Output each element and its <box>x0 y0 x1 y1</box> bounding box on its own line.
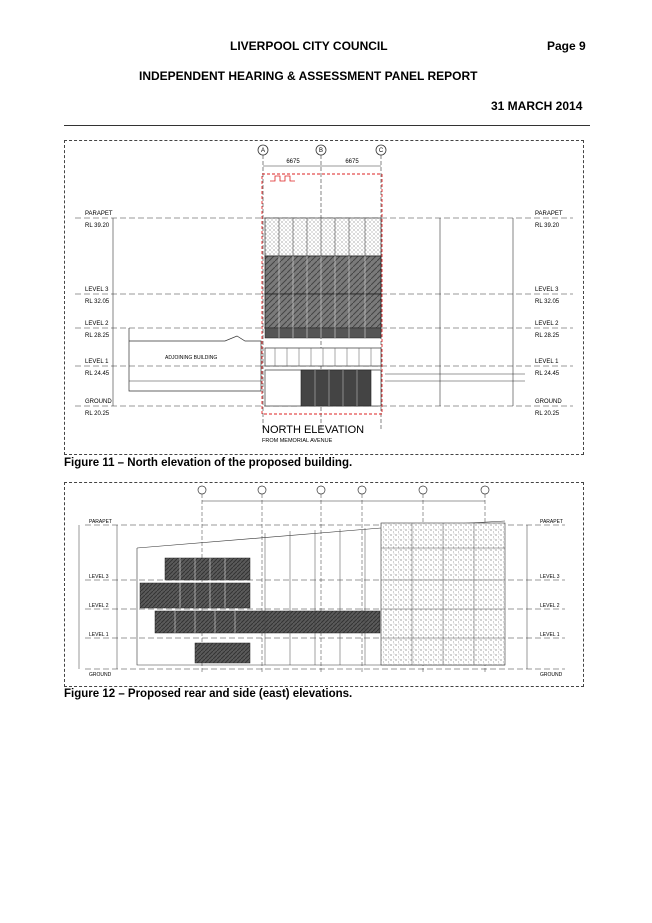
f12-level-2: LEVEL 2 <box>89 603 109 609</box>
level-label-1: LEVEL 1 <box>85 359 109 365</box>
level-rl-1-right: RL 24.45 <box>535 371 560 377</box>
north-elevation-svg: A B C 6675 6675 PARAPET RL 39.20 LEVEL 3… <box>75 144 573 444</box>
f12-level-2-right: LEVEL 2 <box>540 603 560 609</box>
level-rl-3: RL 32.05 <box>85 299 110 305</box>
f12-level-3: LEVEL 3 <box>89 574 109 580</box>
organization-name: LIVERPOOL CITY COUNCIL <box>230 39 388 53</box>
f12-level-parapet-right: PARAPET <box>540 519 563 525</box>
page-number: Page 9 <box>547 39 586 53</box>
figure-12-drawing: PARAPET LEVEL 3 LEVEL 2 LEVEL 1 GROUND P… <box>64 482 584 687</box>
level-label-2-right: LEVEL 2 <box>535 321 559 327</box>
drawing-title: NORTH ELEVATION <box>262 424 364 436</box>
grid-mark-a: A <box>261 148 265 154</box>
level-label-3-right: LEVEL 3 <box>535 287 559 293</box>
level-label-1-right: LEVEL 1 <box>535 359 559 365</box>
grid-mark-c: C <box>379 148 384 154</box>
drawing-subtitle: FROM MEMORIAL AVENUE <box>262 438 333 444</box>
level-label-ground: GROUND <box>85 399 112 405</box>
level-label-2: LEVEL 2 <box>85 321 109 327</box>
level-label-3: LEVEL 3 <box>85 287 109 293</box>
report-title: INDEPENDENT HEARING & ASSESSMENT PANEL R… <box>139 69 478 83</box>
dimension-1: 6675 <box>286 159 300 165</box>
level-rl-ground: RL 20.25 <box>85 411 110 417</box>
grid-mark-b: B <box>319 148 323 154</box>
header-divider <box>64 125 590 126</box>
f12-level-ground-right: GROUND <box>540 672 563 678</box>
f12-level-ground: GROUND <box>89 672 112 678</box>
level-label-parapet-right: PARAPET <box>535 211 563 217</box>
level-rl-parapet-right: RL 39.20 <box>535 223 560 229</box>
rear-east-elevation-svg: PARAPET LEVEL 3 LEVEL 2 LEVEL 1 GROUND P… <box>78 485 565 678</box>
adjoining-building-note: ADJOINING BUILDING <box>165 355 217 361</box>
level-rl-1: RL 24.45 <box>85 371 110 377</box>
f12-level-1: LEVEL 1 <box>89 632 109 638</box>
level-label-ground-right: GROUND <box>535 399 562 405</box>
f12-level-parapet: PARAPET <box>89 519 112 525</box>
level-rl-2: RL 28.25 <box>85 333 110 339</box>
f12-level-3-right: LEVEL 3 <box>540 574 560 580</box>
figure-11-caption: Figure 11 – North elevation of the propo… <box>64 457 353 469</box>
f12-level-1-right: LEVEL 1 <box>540 632 560 638</box>
figure-12-caption: Figure 12 – Proposed rear and side (east… <box>64 688 353 700</box>
dimension-2: 6675 <box>345 159 359 165</box>
level-rl-ground-right: RL 20.25 <box>535 411 560 417</box>
level-rl-3-right: RL 32.05 <box>535 299 560 305</box>
report-date: 31 MARCH 2014 <box>491 99 583 113</box>
level-rl-parapet: RL 39.20 <box>85 223 110 229</box>
figure-11-drawing: A B C 6675 6675 PARAPET RL 39.20 LEVEL 3… <box>64 140 584 455</box>
level-rl-2-right: RL 28.25 <box>535 333 560 339</box>
level-label-parapet: PARAPET <box>85 211 113 217</box>
